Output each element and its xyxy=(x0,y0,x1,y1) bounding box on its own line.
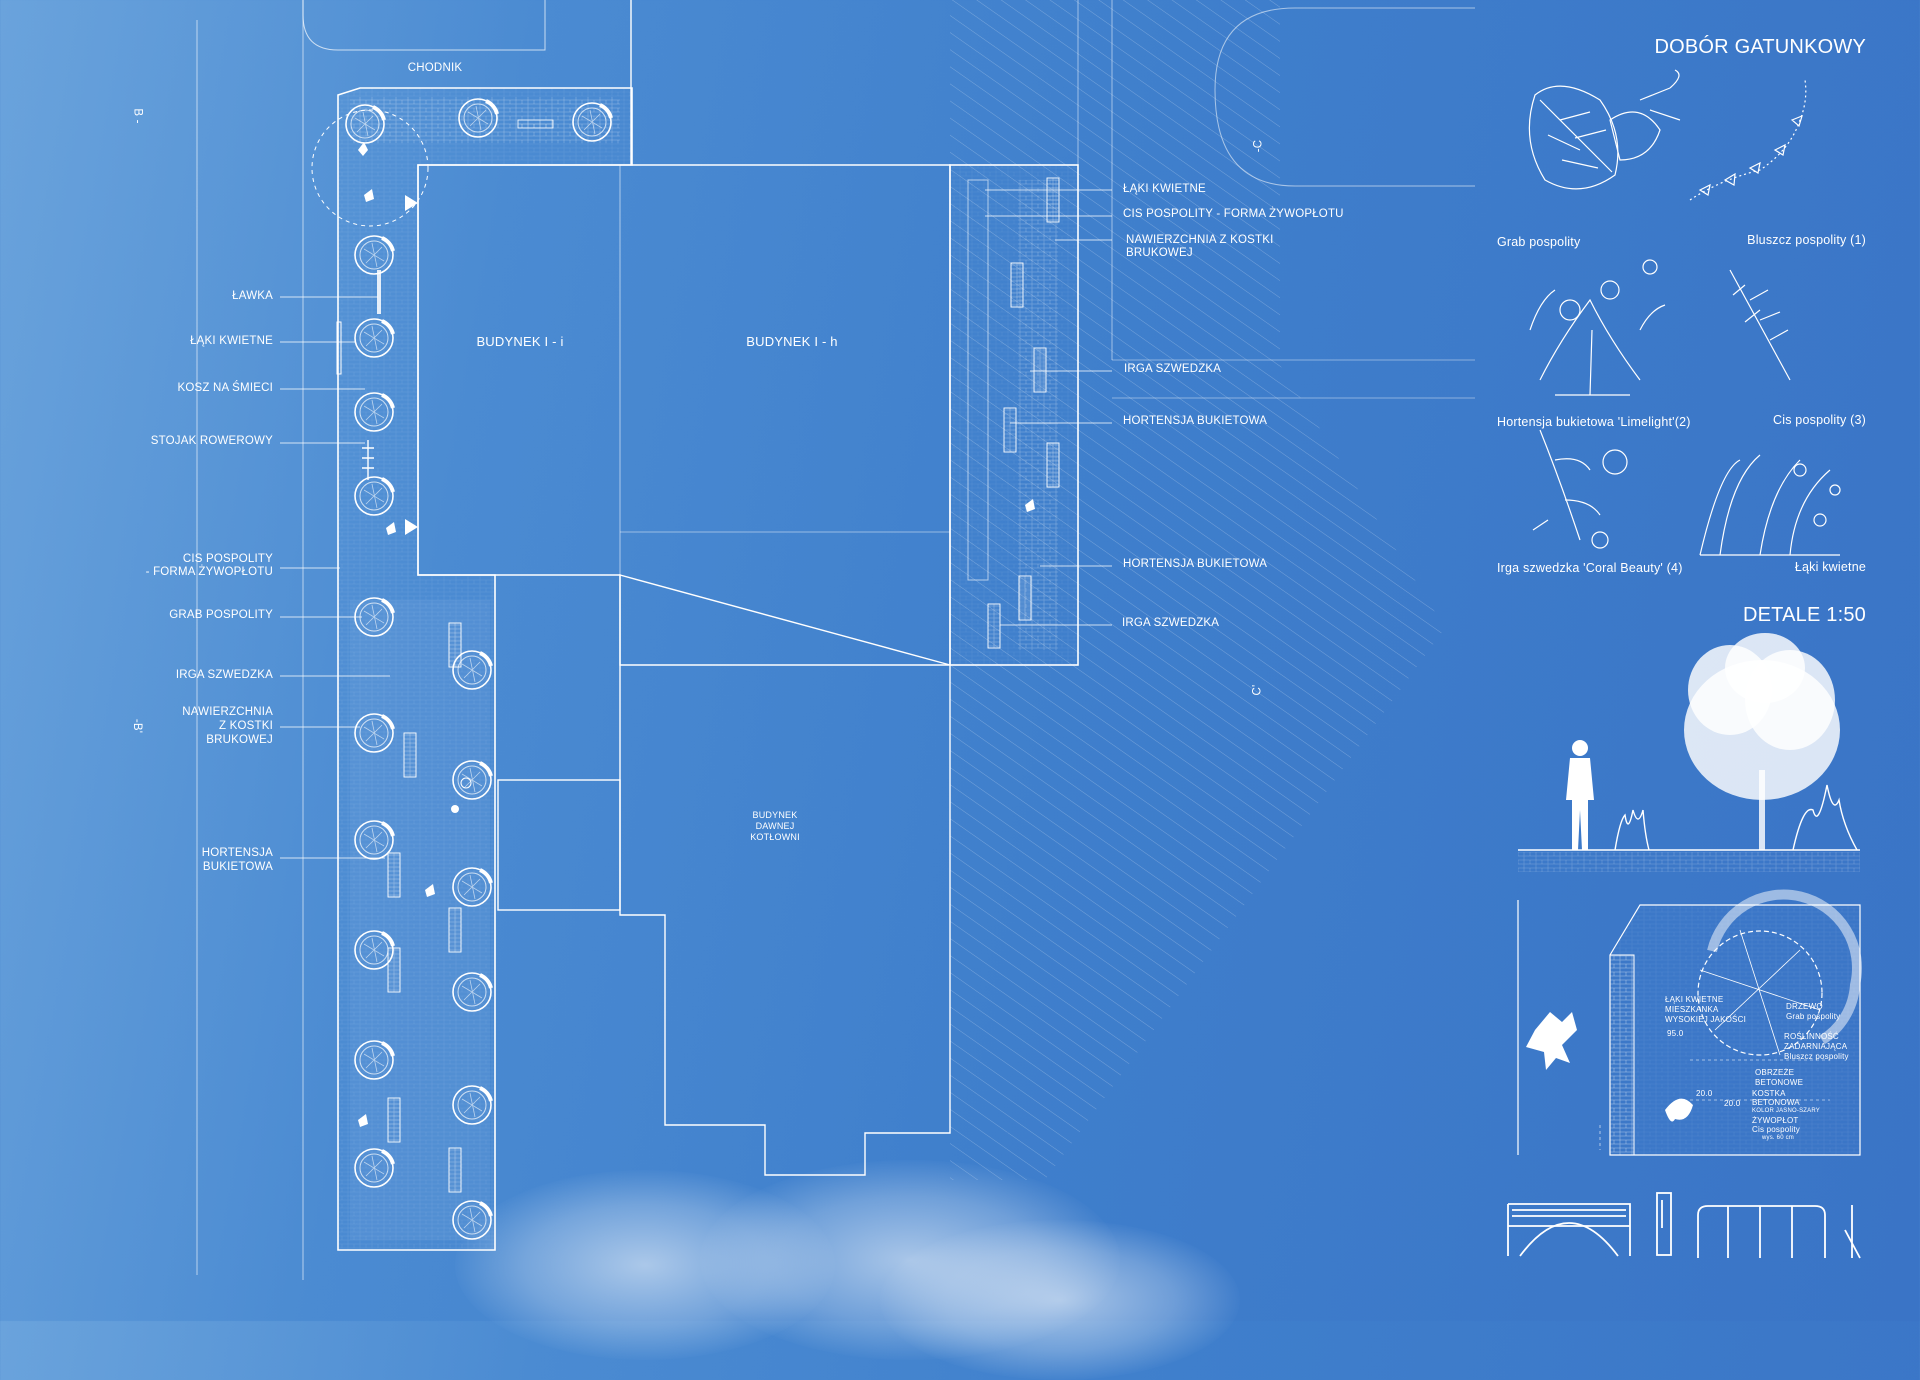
species-caption: Grab pospolity xyxy=(1497,235,1581,249)
bin-icon xyxy=(451,777,472,813)
section-c-bottom: C' xyxy=(1251,684,1264,696)
details-title: DETALE 1:50 xyxy=(1742,604,1866,626)
callout-label: HORTENSJA BUKIETOWA xyxy=(1123,415,1268,427)
person-silhouette-icon xyxy=(1566,740,1594,850)
detail-note: 95.0 xyxy=(1667,1029,1684,1038)
callout-label: CIS POSPOLITY- FORMA ŻYWOPŁOTU xyxy=(145,553,273,578)
callout-label: HORTENSJA BUKIETOWA xyxy=(1123,558,1268,570)
species-caption: Cis pospolity (3) xyxy=(1772,413,1866,427)
leaf-sketch-icon xyxy=(1528,69,1681,190)
building-label: BUDYNEK I - h xyxy=(746,334,838,349)
detail-elevation xyxy=(1518,633,1860,872)
blueprint-board xyxy=(196,0,1862,1280)
callout-label: CIS POSPOLITY - FORMA ŻYWOPŁOTU xyxy=(1123,208,1344,220)
bike-rack-icon xyxy=(362,440,374,480)
callout-label: STOJAK ROWEROWY xyxy=(150,435,273,447)
section-b-top: B - xyxy=(131,108,144,124)
species-title: DOBÓR GATUNKOWY xyxy=(1654,36,1866,58)
bench-icon xyxy=(1507,1203,1631,1257)
callout-label: ŁĄKI KWIETNE xyxy=(190,335,273,347)
species-caption: Łąki kwietne xyxy=(1794,560,1866,574)
callout-label: ŁAWKA xyxy=(232,290,273,302)
callout-label: KOSZ NA ŚMIECI xyxy=(177,382,273,394)
bench-icon xyxy=(517,119,554,129)
flower-meadow-icon xyxy=(358,142,1035,1127)
detail-note: 20.0 xyxy=(1724,1099,1741,1108)
species-caption: Hortensja bukietowa 'Limelight'(2) xyxy=(1497,415,1691,429)
callout-label: GRAB POSPOLITY xyxy=(169,609,273,621)
bike-rack-icon xyxy=(1697,1205,1826,1258)
species-sketches xyxy=(1528,69,1841,556)
building-label: BUDYNEK I - i xyxy=(476,334,564,349)
tree-silhouette-icon xyxy=(1684,633,1840,850)
callout-label: IRGA SZWEDZKA xyxy=(1122,617,1220,629)
chodnik-label: CHODNIK xyxy=(407,62,463,74)
species-caption: Irga szwedzka 'Coral Beauty' (4) xyxy=(1497,561,1683,575)
detail-plan xyxy=(1517,889,1862,1156)
callout-label: IRGA SZWEDZKA xyxy=(175,669,273,681)
bin-icon xyxy=(1656,1192,1672,1256)
site-plan xyxy=(196,0,1475,1280)
detail-note: 20.0 xyxy=(1696,1089,1713,1098)
callout-label: ŁĄKI KWIETNE xyxy=(1123,183,1206,195)
species-caption: Bluszcz pospolity (1) xyxy=(1747,233,1866,247)
callout-label: IRGA SZWEDZKA xyxy=(1124,363,1222,375)
street-furniture xyxy=(1507,1192,1861,1259)
section-c-top: -C xyxy=(1252,139,1265,153)
